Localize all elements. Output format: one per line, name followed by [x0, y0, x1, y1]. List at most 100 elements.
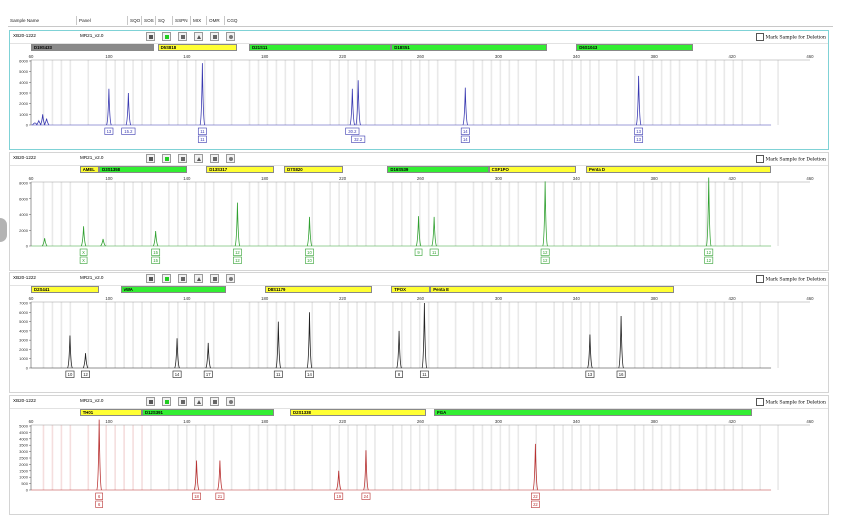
green-channel-button[interactable] [162, 397, 171, 406]
locus-bin[interactable]: D12S391 [142, 409, 275, 416]
peak[interactable] [705, 177, 712, 247]
peak[interactable] [335, 470, 342, 491]
peak[interactable] [67, 335, 73, 369]
locus-bin[interactable]: AMEL [79, 166, 100, 173]
peak[interactable] [587, 334, 593, 369]
peak[interactable] [306, 216, 313, 247]
allele-call-box[interactable] [197, 135, 207, 143]
peak[interactable] [100, 238, 106, 247]
peak[interactable] [618, 315, 624, 369]
red-channel-button[interactable] [210, 154, 219, 163]
peak[interactable] [217, 460, 223, 491]
col-sq[interactable]: SQ [155, 16, 165, 25]
allele-call-box[interactable] [634, 135, 644, 143]
allele-call-box[interactable] [203, 370, 213, 378]
allele-call-box[interactable] [79, 256, 88, 264]
allele-call-box[interactable] [540, 256, 550, 264]
yellow-channel-button[interactable] [178, 32, 187, 41]
allele-call-box[interactable] [351, 135, 366, 143]
allele-call-box[interactable] [616, 370, 626, 378]
allele-call-box[interactable] [233, 256, 242, 264]
shield-button[interactable] [226, 397, 235, 406]
peak[interactable] [462, 87, 469, 126]
allele-call-box[interactable] [95, 500, 103, 508]
locus-bin[interactable]: vWA [120, 286, 226, 293]
yellow-channel-button[interactable] [178, 154, 187, 163]
peak[interactable] [39, 114, 46, 126]
blue-channel-button[interactable] [146, 154, 155, 163]
locus-bin[interactable]: D5S818 [157, 44, 238, 51]
peak[interactable] [532, 443, 539, 491]
col-cgq[interactable]: CGQ [224, 16, 237, 25]
locus-bin[interactable]: Penta E [430, 286, 674, 293]
allele-call-box[interactable] [531, 492, 540, 500]
peak[interactable] [396, 330, 402, 369]
yellow-channel-button[interactable] [178, 274, 187, 283]
checkbox-icon[interactable] [755, 33, 764, 41]
peak[interactable] [193, 460, 200, 491]
peak[interactable] [234, 202, 241, 247]
peak[interactable] [36, 119, 42, 126]
allele-call-box[interactable] [172, 370, 182, 378]
allele-call-box[interactable] [429, 248, 439, 256]
peak[interactable] [152, 231, 159, 247]
peak[interactable] [363, 450, 369, 491]
locus-bin[interactable]: D8S1179 [264, 286, 372, 293]
allele-call-box[interactable] [419, 370, 429, 378]
green-channel-button[interactable] [162, 32, 171, 41]
peak[interactable] [635, 75, 642, 126]
locus-bin[interactable]: D6S1043 [576, 44, 694, 51]
allele-call-box[interactable] [334, 492, 344, 500]
triangle-button[interactable] [194, 397, 203, 406]
triangle-button[interactable] [194, 154, 203, 163]
peak[interactable] [96, 419, 102, 491]
mark-for-deletion-checkbox[interactable]: Mark Sample for Deletion [755, 33, 826, 41]
red-channel-button[interactable] [210, 274, 219, 283]
col-sqo[interactable]: SQO [127, 16, 140, 25]
allele-call-box[interactable] [460, 127, 470, 135]
peak[interactable] [306, 312, 313, 369]
col-omr[interactable]: OMR [206, 16, 220, 25]
locus-bin[interactable]: D3S1358 [99, 166, 187, 173]
allele-call-box[interactable] [395, 370, 403, 378]
col-mix[interactable]: MIX [190, 16, 201, 25]
allele-call-box[interactable] [192, 492, 201, 500]
peak[interactable] [275, 321, 282, 369]
locus-bin[interactable]: D18S51 [391, 44, 548, 51]
shield-button[interactable] [226, 154, 235, 163]
peak[interactable] [205, 342, 211, 369]
allele-call-box[interactable] [345, 127, 360, 135]
peak[interactable] [80, 226, 87, 247]
mark-for-deletion-checkbox[interactable]: Mark Sample for Deletion [755, 275, 826, 283]
locus-bin[interactable]: D16S539 [387, 166, 489, 173]
col-panel[interactable]: Panel [76, 16, 91, 25]
locus-bin[interactable]: CSF1PO [488, 166, 577, 173]
allele-call-box[interactable] [197, 127, 207, 135]
locus-bin[interactable]: D21S11 [249, 44, 392, 51]
locus-bin[interactable]: D19S433 [31, 44, 154, 51]
allele-call-box[interactable] [65, 370, 75, 378]
allele-call-box[interactable] [95, 492, 103, 500]
mark-for-deletion-checkbox[interactable]: Mark Sample for Deletion [755, 155, 826, 163]
allele-call-box[interactable] [414, 248, 423, 256]
locus-bin[interactable]: TPOX [391, 286, 431, 293]
red-channel-button[interactable] [210, 32, 219, 41]
allele-call-box[interactable] [151, 256, 161, 264]
allele-call-box[interactable] [305, 370, 314, 378]
checkbox-icon[interactable] [755, 275, 764, 283]
allele-call-box[interactable] [151, 248, 161, 256]
peak[interactable] [106, 88, 112, 126]
allele-call-box[interactable] [81, 370, 90, 378]
allele-call-box[interactable] [704, 256, 714, 264]
peak[interactable] [32, 122, 38, 126]
locus-bin[interactable]: TH01 [79, 409, 142, 416]
col-sspn[interactable]: SSPN [172, 16, 188, 25]
triangle-button[interactable] [194, 274, 203, 283]
peak[interactable] [415, 216, 422, 247]
